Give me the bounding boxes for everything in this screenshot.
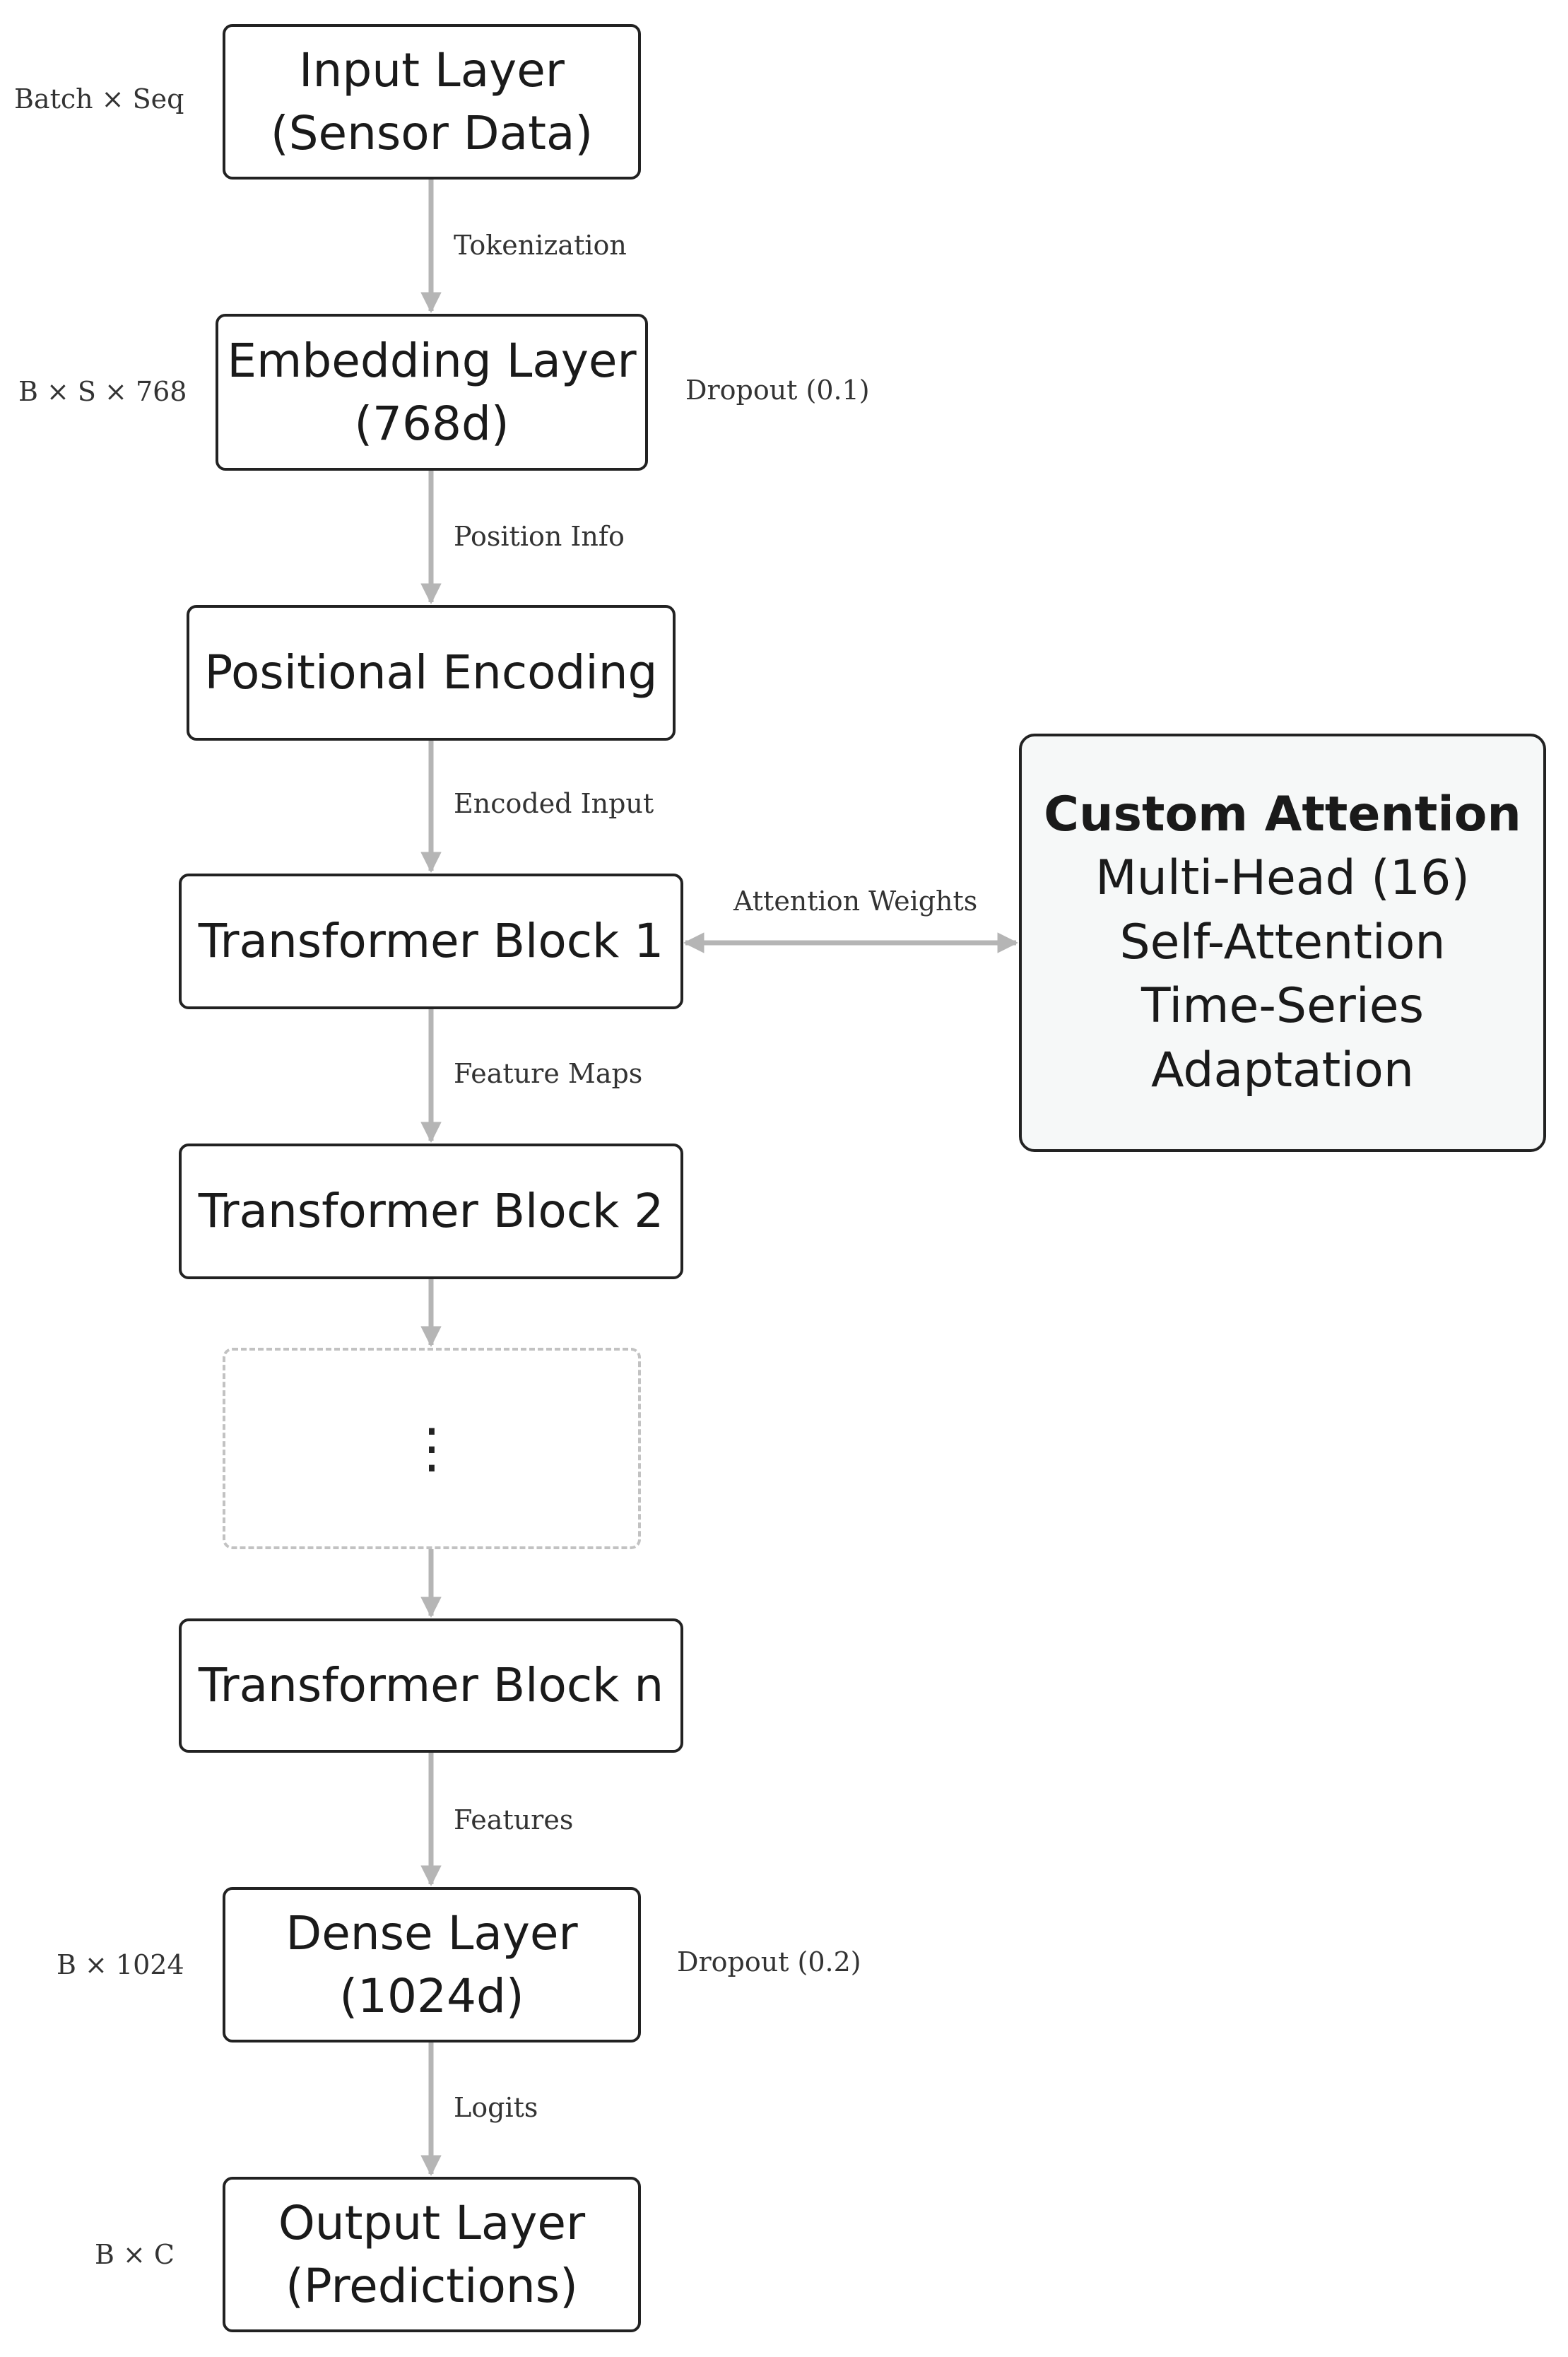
transformer-block-1-box: Transformer Block 1 xyxy=(179,874,683,1009)
positional-encoding-box: Positional Encoding xyxy=(187,605,676,741)
edge-label-logits: Logits xyxy=(454,2092,538,2123)
ellipsis-placeholder-box: ⋮ xyxy=(223,1348,641,1549)
input-layer-box: Input Layer (Sensor Data) xyxy=(223,24,641,180)
dropout-label-dense: Dropout (0.2) xyxy=(677,1946,861,1977)
transformer-block-n-box: Transformer Block n xyxy=(179,1618,683,1753)
custom-attention-line: Multi-Head (16) xyxy=(1095,850,1470,907)
embedding-layer-box: Embedding Layer (768d) xyxy=(216,314,648,471)
edge-label-tokenization: Tokenization xyxy=(454,230,627,261)
dropout-label-embedding: Dropout (0.1) xyxy=(685,375,870,406)
output-layer-title: Output Layer xyxy=(278,2195,586,2250)
dense-layer-box: Dense Layer (1024d) xyxy=(223,1887,641,2042)
vertical-ellipsis: ⋮ xyxy=(405,1416,459,1480)
edge-label-attention-weights: Attention Weights xyxy=(733,886,978,917)
shape-label-dense: B × 1024 xyxy=(57,1949,184,1980)
shape-label-output: B × C xyxy=(95,2239,175,2270)
custom-attention-line: Adaptation xyxy=(1151,1042,1414,1098)
transformer-block-n-title: Transformer Block n xyxy=(198,1658,664,1713)
transformer-block-1-title: Transformer Block 1 xyxy=(198,914,664,969)
transformer-block-2-box: Transformer Block 2 xyxy=(179,1144,683,1279)
transformer-block-2-title: Transformer Block 2 xyxy=(198,1184,664,1239)
edge-label-encoded-input: Encoded Input xyxy=(454,788,654,819)
embedding-layer-title: Embedding Layer xyxy=(227,333,637,388)
shape-label-embedding: B × S × 768 xyxy=(18,376,187,407)
custom-attention-line: Time-Series xyxy=(1140,978,1425,1035)
edge-label-features: Features xyxy=(454,1804,574,1835)
output-layer-box: Output Layer (Predictions) xyxy=(223,2177,641,2332)
embedding-layer-subtitle: (768d) xyxy=(354,396,509,451)
edge-label-position-info: Position Info xyxy=(454,521,625,552)
output-layer-subtitle: (Predictions) xyxy=(285,2259,578,2313)
custom-attention-box: Custom Attention Multi-Head (16) Self-At… xyxy=(1019,734,1546,1152)
dense-layer-title: Dense Layer xyxy=(285,1905,578,1961)
positional-encoding-title: Positional Encoding xyxy=(204,645,658,700)
edge-label-feature-maps: Feature Maps xyxy=(454,1058,643,1089)
input-layer-title: Input Layer xyxy=(299,42,565,98)
custom-attention-line: Self-Attention xyxy=(1119,914,1446,970)
dense-layer-subtitle: (1024d) xyxy=(339,1969,524,2023)
shape-label-input: Batch × Seq xyxy=(14,83,184,114)
input-layer-subtitle: (Sensor Data) xyxy=(270,106,594,160)
custom-attention-title: Custom Attention xyxy=(1044,786,1521,842)
